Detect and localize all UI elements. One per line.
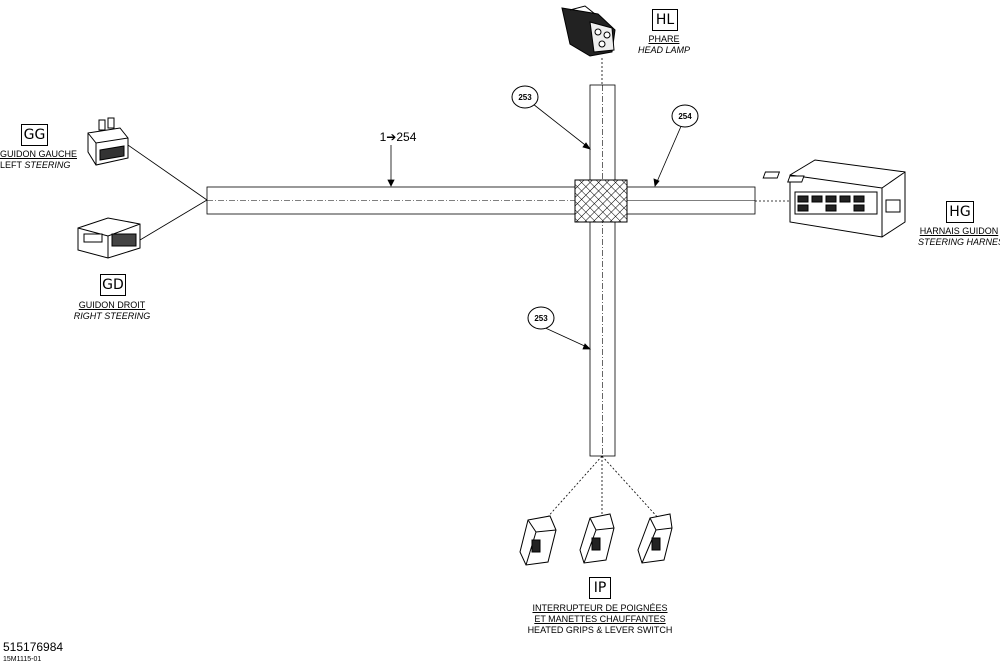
hg-label: HARNAIS GUIDON STEERING HARNESS (918, 226, 1000, 248)
figure-reference: 15M1115-01 (3, 656, 42, 663)
ip-connector-icon-2 (579, 513, 615, 564)
gd-label-fr: GUIDON DROIT (78, 300, 146, 310)
ip-label-fr-1: INTERRUPTEUR DE POIGNÉES (532, 603, 668, 613)
svg-text:254: 254 (678, 112, 692, 121)
left-wires (124, 142, 208, 241)
callout-leaders (387, 103, 683, 350)
gd-code-box: GD (100, 274, 126, 296)
svg-text:253: 253 (518, 93, 532, 102)
callout-253-bottom: 253 (527, 306, 555, 330)
ip-connector-icon-1 (519, 515, 557, 566)
gg-label-fr: GUIDON GAUCHE (0, 149, 78, 159)
ip-label-fr-2: ET MANETTES CHAUFFANTES (534, 614, 666, 624)
callout-253-top: 253 (511, 85, 539, 109)
hl-label: PHARE HEAD LAMP (634, 34, 694, 56)
gg-label: GUIDON GAUCHE LEFT STEERING (0, 149, 78, 171)
gd-label-en: RIGHT STEERING (73, 311, 151, 321)
dotted-leads (544, 58, 790, 521)
hl-label-fr: PHARE (648, 34, 680, 44)
gd-connector-icon (77, 217, 141, 259)
hl-label-en: HEAD LAMP (637, 45, 690, 55)
gg-code-box: GG (21, 124, 48, 146)
callout-254: 254 (671, 104, 699, 128)
hl-connector-icon (561, 5, 616, 57)
gd-label: GUIDON DROIT RIGHT STEERING (72, 300, 152, 322)
ip-label-en: HEATED GRIPS & LEVER SWITCH (527, 625, 673, 635)
gg-connector-icon (87, 117, 129, 166)
callout-main-range: 1➔254 (380, 130, 417, 144)
part-number: 515176984 (3, 640, 64, 654)
svg-text:253: 253 (534, 314, 548, 323)
ip-label: INTERRUPTEUR DE POIGNÉES ET MANETTES CHA… (520, 603, 680, 636)
hg-label-en: STEERING HARNESS (918, 237, 1000, 247)
hg-label-fr: HARNAIS GUIDON (919, 226, 999, 236)
hl-code-box: HL (652, 9, 678, 31)
ip-connector-icon-3 (637, 513, 673, 564)
junction-block (574, 179, 628, 223)
hg-code-box: HG (946, 201, 974, 223)
ip-code-box: IP (589, 577, 611, 599)
gg-label-en: LEFT STEERING (0, 160, 71, 170)
main-harness-horizontal (206, 186, 756, 215)
hg-connector-icon (762, 159, 906, 238)
vertical-harness (589, 84, 616, 457)
